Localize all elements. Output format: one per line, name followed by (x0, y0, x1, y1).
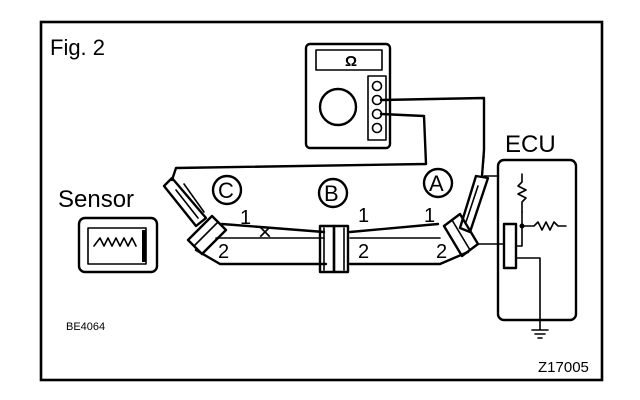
connector-b: B 1 2 (317, 177, 369, 274)
connector-c-letter: C (218, 178, 234, 203)
connector-c-pin-2: 2 (218, 241, 229, 263)
connector-b-pin-1: 1 (358, 205, 369, 227)
ohmmeter: Ω (304, 42, 392, 150)
connector-a-pin-2: 2 (436, 241, 447, 263)
sensor-box (77, 216, 159, 274)
figure-code-left: BE4064 (66, 321, 105, 333)
wire-1 (220, 222, 440, 234)
connector-a: A 1 2 (422, 167, 480, 263)
figure-frame (39, 20, 604, 382)
sensor-coil-icon (93, 237, 137, 247)
probe-a (458, 174, 490, 234)
figure-code-right: Z17005 (538, 359, 589, 376)
connector-b-letter: B (324, 181, 339, 206)
wire-2 (194, 248, 470, 266)
sensor-label: Sensor (58, 186, 134, 213)
ecu-input-wire (477, 175, 505, 245)
ecu-resistor-right-icon (521, 221, 567, 231)
test-lead-a-tip (481, 155, 485, 177)
ground-icon (531, 319, 549, 339)
probe-c (162, 176, 208, 228)
meter-jack-1 (371, 80, 383, 92)
ecu-resistor-top-icon (517, 173, 527, 213)
ecu-box (496, 158, 578, 339)
connector-c-pin-1: 1 (240, 207, 251, 229)
figure-label: Fig. 2 (50, 35, 105, 60)
connector-b-pin-2: 2 (358, 241, 369, 263)
connector-c: C 1 2 (186, 174, 251, 263)
ohm-symbol: Ω (345, 53, 357, 70)
open-circuit-mark: × (258, 219, 272, 246)
ecu-label: ECU (505, 131, 556, 158)
connector-a-letter: A (429, 171, 444, 196)
connector-a-pin-1: 1 (424, 205, 435, 227)
meter-jack-4 (371, 122, 383, 134)
test-lead-negative (170, 112, 428, 182)
